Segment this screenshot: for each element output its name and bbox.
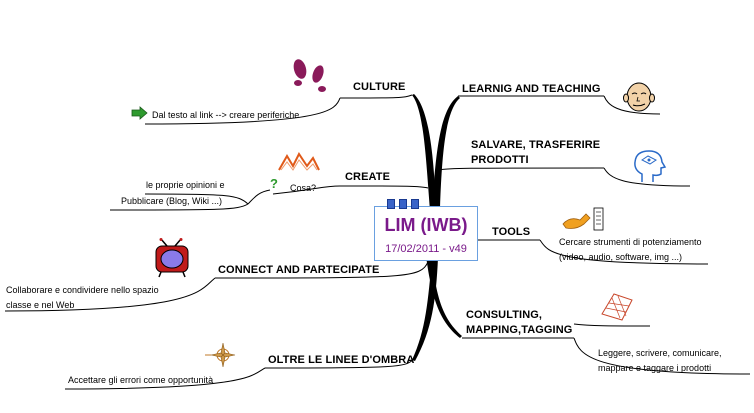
node-tab bbox=[411, 199, 419, 209]
question-icon: ? bbox=[270, 176, 278, 191]
map-sketch-icon bbox=[601, 293, 633, 321]
line-connect-sub bbox=[4, 277, 216, 312]
line-learning-sub bbox=[603, 95, 661, 115]
line-create bbox=[339, 185, 429, 189]
footprints-icon bbox=[293, 59, 326, 92]
trunk-left bbox=[412, 94, 436, 210]
central-topic[interactable]: LIM (IWB) 17/02/2011 - v49 bbox=[374, 199, 478, 261]
line-create-sub bbox=[247, 189, 271, 205]
line-culture-sub bbox=[144, 97, 341, 125]
culture-detail[interactable]: Dal testo al link --> creare periferiche bbox=[152, 110, 300, 120]
trunk-left-lower bbox=[412, 258, 438, 361]
create-detail-opinions[interactable]: le proprie opinioni e bbox=[146, 180, 225, 190]
compass-rose-icon bbox=[205, 342, 236, 368]
topic-create[interactable]: CREATE bbox=[345, 171, 391, 183]
create-question[interactable]: Cosa? bbox=[290, 183, 317, 193]
line-salvare bbox=[437, 167, 605, 171]
line-create-question bbox=[272, 185, 341, 195]
oltre-detail[interactable]: Accettare gli errori come opportunità bbox=[68, 375, 214, 385]
topic-salvare-trasferire-prodotti[interactable]: SALVARE, TRASFERIRE PRODOTTI bbox=[471, 139, 601, 166]
line-oltre bbox=[264, 359, 414, 369]
topic-connect-and-partecipate[interactable]: CONNECT AND PARTECIPATE bbox=[218, 264, 380, 276]
line-consulting-cap bbox=[573, 323, 651, 327]
connect-detail[interactable]: Collaborare e condividere nello spazio c… bbox=[6, 285, 159, 310]
line-oltre-sub bbox=[64, 367, 266, 390]
topic-consulting-mapping-tagging[interactable]: CONSULTING, MAPPING,TAGGING bbox=[466, 309, 573, 336]
topic-oltre-le-linee-d-ombra[interactable]: OLTRE LE LINEE D'OMBRA bbox=[268, 354, 415, 366]
line-create-sub2 bbox=[109, 203, 249, 211]
line-culture bbox=[339, 94, 413, 99]
head-icon bbox=[634, 150, 667, 182]
trunk-right-lower bbox=[426, 256, 462, 338]
line-salvare-sub bbox=[603, 167, 691, 187]
consulting-detail[interactable]: Leggere, scrivere, comunicare, mappare e… bbox=[598, 348, 722, 373]
node-tab bbox=[387, 199, 395, 209]
central-topic-date: 17/02/2011 - v49 bbox=[385, 243, 467, 255]
topic-tools[interactable]: TOOLS bbox=[492, 226, 531, 238]
line-consulting-sub bbox=[573, 337, 751, 375]
face-icon bbox=[623, 82, 655, 112]
trunk-right bbox=[432, 96, 460, 208]
line-connect bbox=[214, 261, 429, 279]
tools-icon bbox=[562, 207, 604, 231]
arrow-right-icon bbox=[131, 106, 148, 120]
tools-detail[interactable]: Cercare strumenti di potenziamento (vide… bbox=[559, 237, 702, 262]
mountain-icon bbox=[278, 152, 320, 171]
line-create-sub1 bbox=[144, 193, 249, 205]
create-detail-publish[interactable]: Pubblicare (Blog, Wiki ...) bbox=[121, 196, 223, 206]
central-topic-title: LIM (IWB) bbox=[384, 215, 468, 235]
node-tab bbox=[399, 199, 407, 209]
topic-culture[interactable]: CULTURE bbox=[353, 81, 406, 93]
line-tools-sub bbox=[539, 239, 709, 265]
topic-learnig-and-teaching[interactable]: LEARNIG AND TEACHING bbox=[462, 83, 601, 95]
tv-icon bbox=[155, 238, 189, 278]
